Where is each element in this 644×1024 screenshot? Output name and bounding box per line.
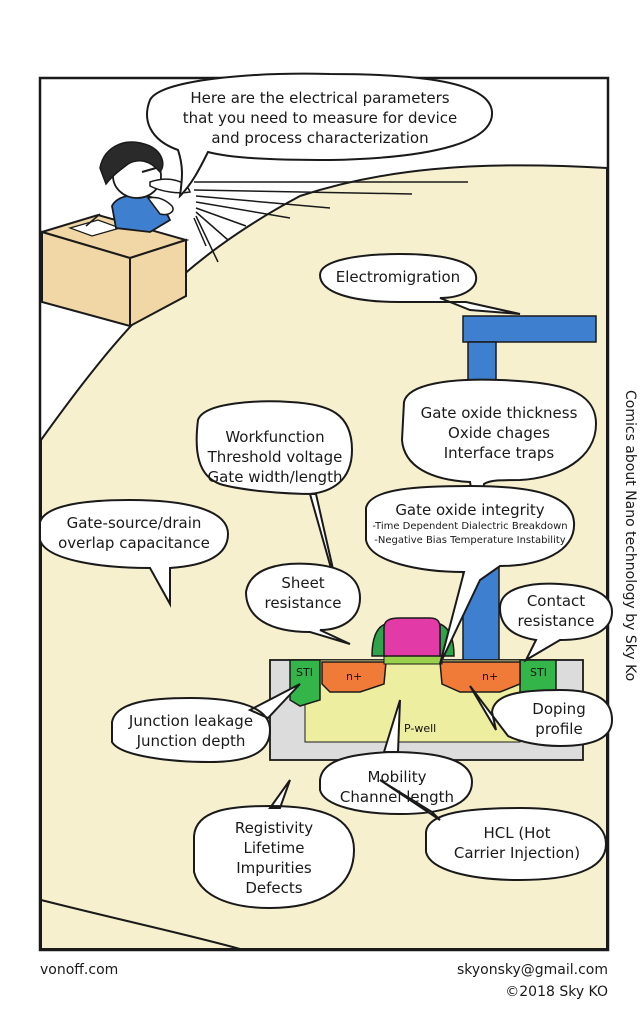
footer-site: vonoff.com xyxy=(40,962,119,978)
electromigration-bubble-shape xyxy=(318,252,521,315)
bubble-line: HCL (Hot xyxy=(483,824,551,842)
overlap-bubble: Gate-source/drain overlap capacitance xyxy=(44,510,224,556)
sti-left-label: STI xyxy=(296,666,313,679)
bubble-line: overlap capacitance xyxy=(58,534,210,552)
footer-copyright: ©2018 Sky KO xyxy=(505,984,608,1000)
intro-line: Here are the electrical parameters xyxy=(190,89,450,107)
bubble-line: Interface traps xyxy=(443,444,555,462)
bubble-line: Registivity xyxy=(234,819,314,837)
bubble-line: Sheet xyxy=(281,574,325,592)
junction-bubble: Junction leakage Junction depth xyxy=(116,708,266,754)
contact-resistance-bubble: Contact resistance xyxy=(504,588,608,634)
bubble-line: resistance xyxy=(517,612,595,630)
bubble-title: Gate oxide integrity xyxy=(395,501,545,519)
bubble-line: Impurities xyxy=(236,859,312,877)
bubble-line: Threshold voltage xyxy=(207,448,343,466)
bubble-line: resistance xyxy=(264,594,342,612)
pwell-label: P-well xyxy=(404,722,437,735)
resistivity-bubble-shape xyxy=(193,779,356,910)
hcl-bubble: HCL (Hot Carrier Injection) xyxy=(432,818,602,868)
desk xyxy=(38,213,190,328)
mobility-bubble: Mobility Channel length xyxy=(326,764,468,810)
sheet-bubble-shape xyxy=(244,562,362,645)
bubble-subitem: -Time Dependent Dialectric Breakdown xyxy=(372,521,568,532)
resistivity-bubble: Registivity Lifetime Impurities Defects xyxy=(198,814,350,902)
electromigration-bubble: Electromigration xyxy=(320,264,476,290)
doping-profile-bubble: Doping profile xyxy=(510,696,608,742)
bubble-line: Gate width/length xyxy=(207,468,343,486)
footer-email: skyonsky@gmail.com xyxy=(456,962,608,978)
speech-bubbles xyxy=(39,252,614,910)
pencil xyxy=(85,213,101,227)
nplus-left-label: n+ xyxy=(346,670,363,683)
intro-line: and process characterization xyxy=(211,129,429,147)
contact-bubble-shape xyxy=(498,582,614,663)
hand xyxy=(146,196,174,216)
mobility-bubble-shape xyxy=(319,699,474,816)
gate-oxide-thickness-bubble: Gate oxide thickness Oxide chages Interf… xyxy=(404,400,594,466)
bubble-line: Gate oxide thickness xyxy=(420,404,578,422)
sheet-resistance-bubble: Sheet resistance xyxy=(250,570,356,616)
workfunction-bubble-shape xyxy=(195,400,354,601)
intro-line: that you need to measure for device xyxy=(182,109,458,127)
intro-speech-bubble: Here are the electrical parameters that … xyxy=(160,84,480,152)
bubble-subitem: -Negative Bias Temperature Instability xyxy=(374,535,566,546)
bubble-line: Channel length xyxy=(339,788,455,806)
doping-bubble-shape xyxy=(469,685,614,748)
bubble-line: Workfunction xyxy=(225,428,325,446)
nplus-right-label: n+ xyxy=(482,670,499,683)
eye xyxy=(141,167,157,173)
gate-oxide-thickness-bubble-shape xyxy=(400,378,598,531)
workfunction-bubble: Workfunction Threshold voltage Gate widt… xyxy=(200,424,350,490)
bubble-line: Defects xyxy=(245,879,303,897)
electromigration-text: Electromigration xyxy=(335,268,461,286)
bubble-line: Oxide chages xyxy=(448,424,550,442)
side-credit-text: Comics about Nano technology by Sky Ko xyxy=(622,390,638,682)
bubble-line: Mobility xyxy=(367,768,427,786)
overlap-bubble-shape xyxy=(39,498,230,608)
table-edge xyxy=(40,899,241,950)
bubble-line: Junction leakage xyxy=(128,712,254,730)
hcl-bubble-shape xyxy=(379,779,608,882)
bubble-line: Carrier Injection) xyxy=(453,844,581,862)
action-lines xyxy=(193,181,468,263)
bubble-line: Doping xyxy=(532,700,586,718)
bubble-line: profile xyxy=(535,720,583,738)
gate-oxide-integrity-bubble: Gate oxide integrity -Time Dependent Dia… xyxy=(370,492,570,556)
bubble-line: Lifetime xyxy=(243,839,305,857)
bubble-line: Junction depth xyxy=(136,732,246,750)
sti-right-label: STI xyxy=(530,666,547,679)
intro-bubble-shape xyxy=(146,72,494,199)
junction-bubble-shape xyxy=(111,683,301,764)
bubble-line: Gate-source/drain xyxy=(66,514,202,532)
bubble-line: Contact xyxy=(526,592,586,610)
gate-oxide-integrity-bubble-shape xyxy=(365,484,576,665)
hair xyxy=(99,141,164,186)
